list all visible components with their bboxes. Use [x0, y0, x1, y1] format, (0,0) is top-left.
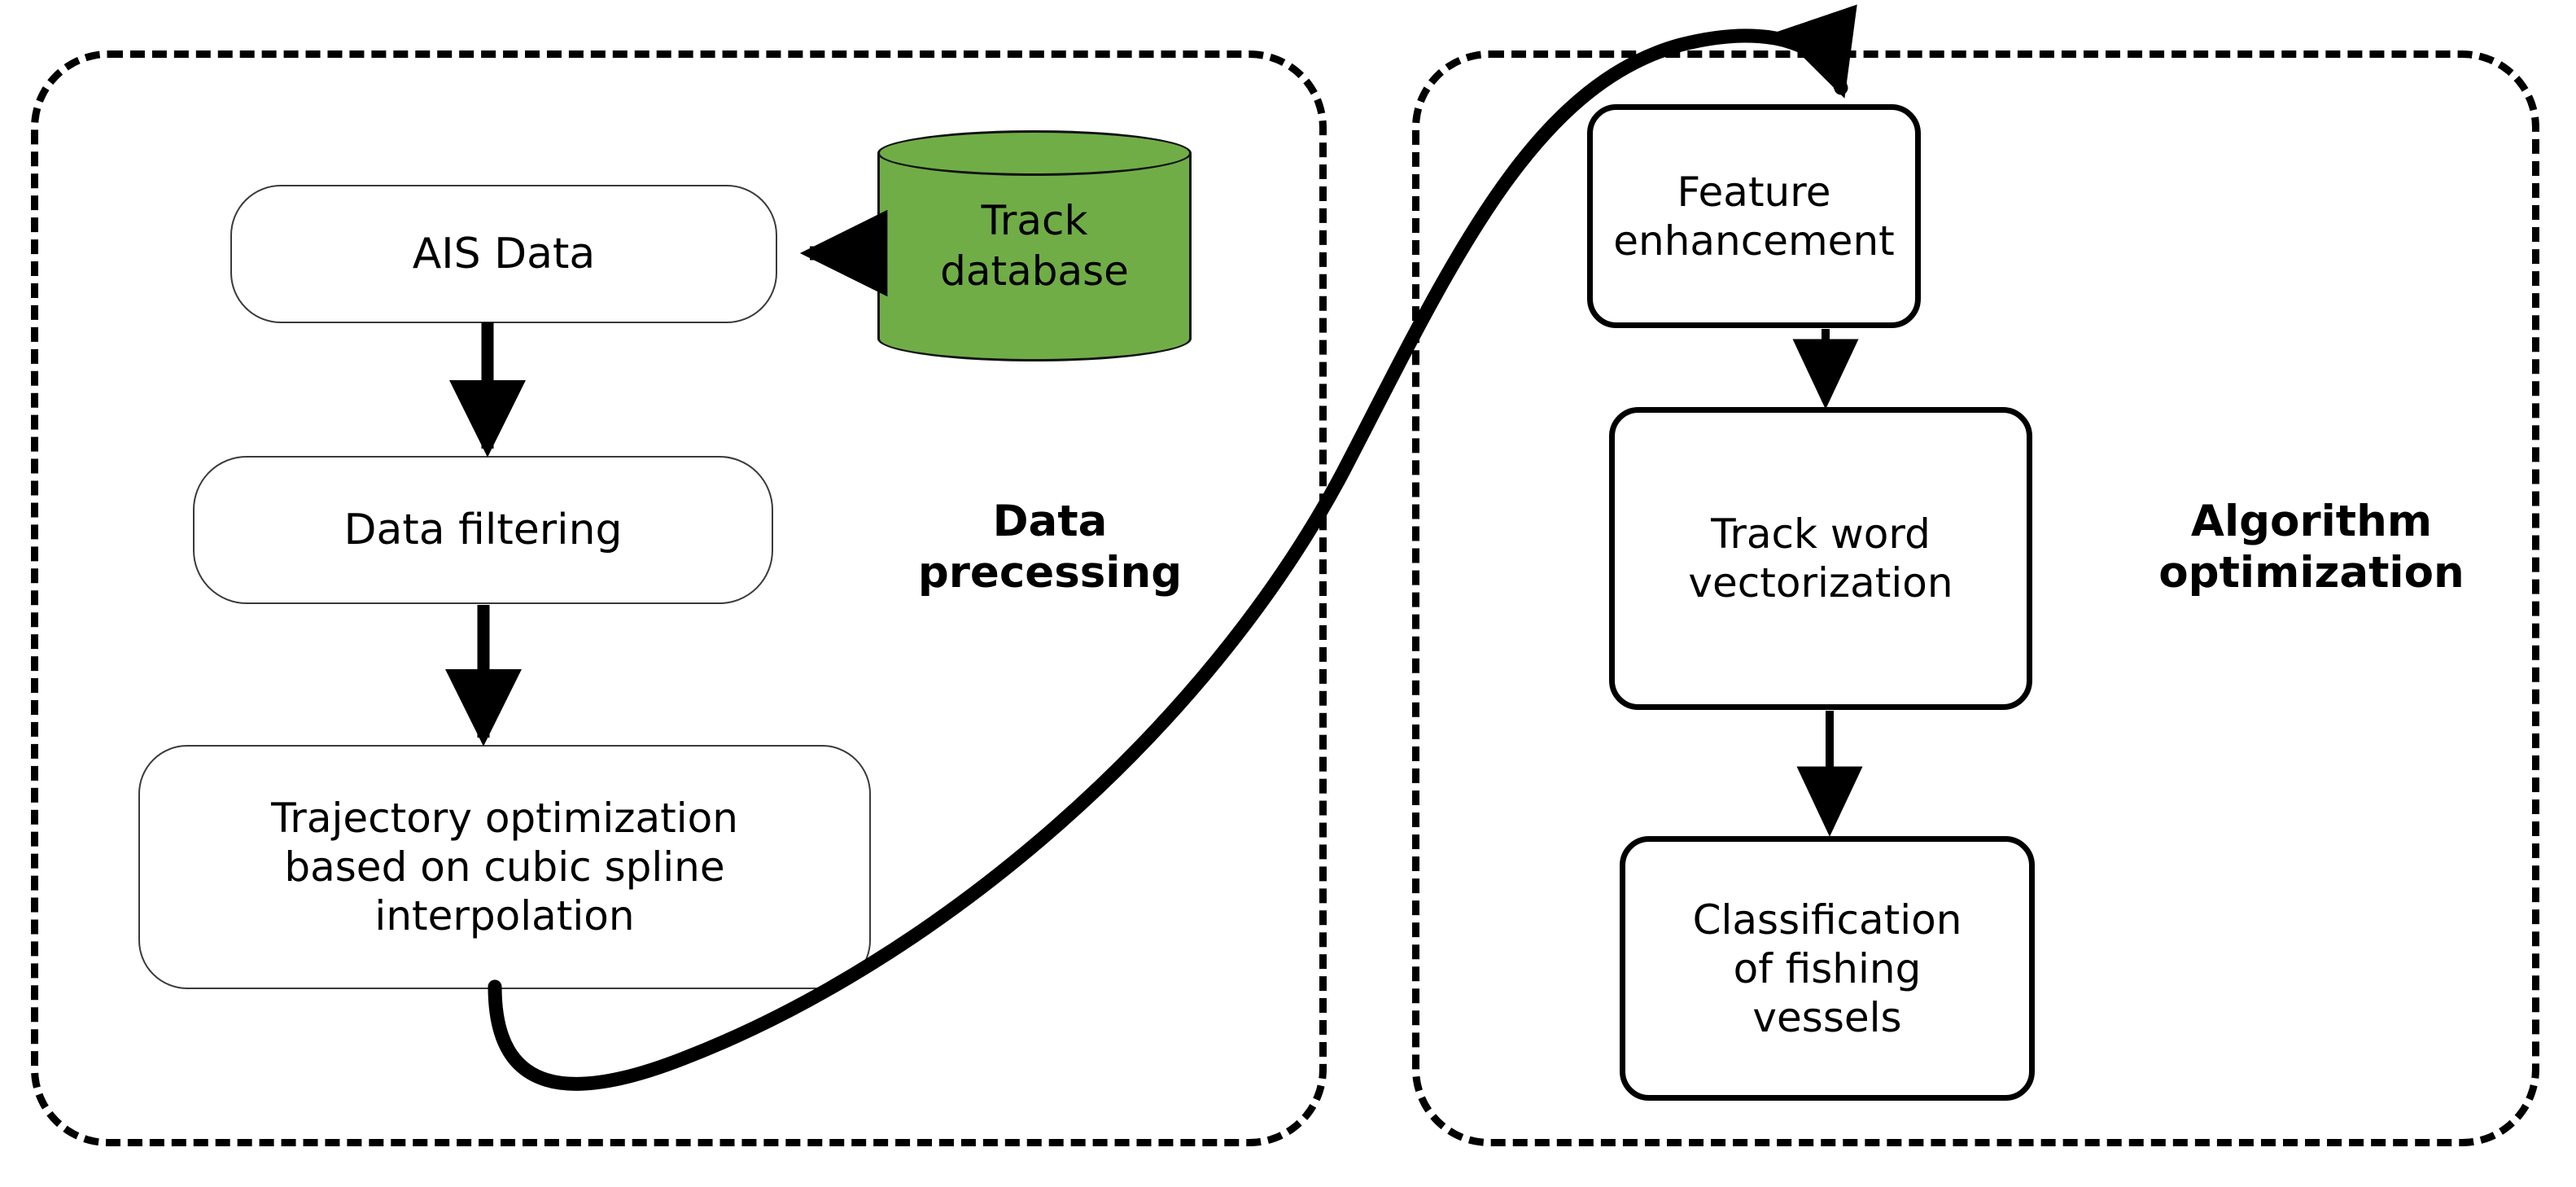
node-classification-line1: Classification: [1692, 896, 1962, 944]
group-label-data-preprocessing-line1: Data: [992, 497, 1108, 546]
node-classification-of-fishing-vessels[interactable]: Classification of fishing vessels: [1620, 836, 2035, 1101]
node-feature-enhancement-line1: Feature: [1677, 168, 1831, 216]
node-track-database-label: Track database: [877, 130, 1192, 361]
node-trajectory-optimization-line2: based on cubic spline: [284, 843, 725, 891]
node-feature-enhancement-line2: enhancement: [1613, 217, 1895, 265]
node-trajectory-optimization-line1: Trajectory optimization: [271, 795, 738, 842]
node-data-filtering-label: Data filtering: [343, 505, 623, 554]
group-label-algorithm-optimization: Algorithm optimization: [2092, 497, 2531, 598]
node-classification-line2: of fishing: [1733, 944, 1922, 992]
node-track-word-vectorization-line2: vectorization: [1688, 559, 1953, 607]
node-trajectory-optimization-line3: interpolation: [374, 892, 635, 940]
group-label-algorithm-optimization-line2: optimization: [2158, 547, 2464, 598]
node-track-database[interactable]: Track database: [877, 130, 1192, 361]
node-track-word-vectorization-line1: Track word: [1711, 510, 1931, 558]
node-feature-enhancement[interactable]: Feature enhancement: [1587, 104, 1921, 328]
node-track-database-line2: database: [940, 247, 1129, 295]
node-track-word-vectorization[interactable]: Track word vectorization: [1609, 407, 2032, 710]
node-classification-line3: vessels: [1752, 993, 1902, 1041]
node-data-filtering[interactable]: Data filtering: [193, 456, 773, 604]
node-ais-data-label: AIS Data: [412, 229, 596, 278]
node-trajectory-optimization[interactable]: Trajectory optimization based on cubic s…: [138, 745, 871, 989]
node-ais-data[interactable]: AIS Data: [230, 185, 777, 323]
group-label-data-preprocessing: Data precessing: [899, 497, 1201, 598]
group-label-algorithm-optimization-line1: Algorithm: [2190, 497, 2433, 546]
group-label-data-preprocessing-line2: precessing: [917, 547, 1183, 598]
node-track-database-line1: Track: [981, 196, 1088, 244]
